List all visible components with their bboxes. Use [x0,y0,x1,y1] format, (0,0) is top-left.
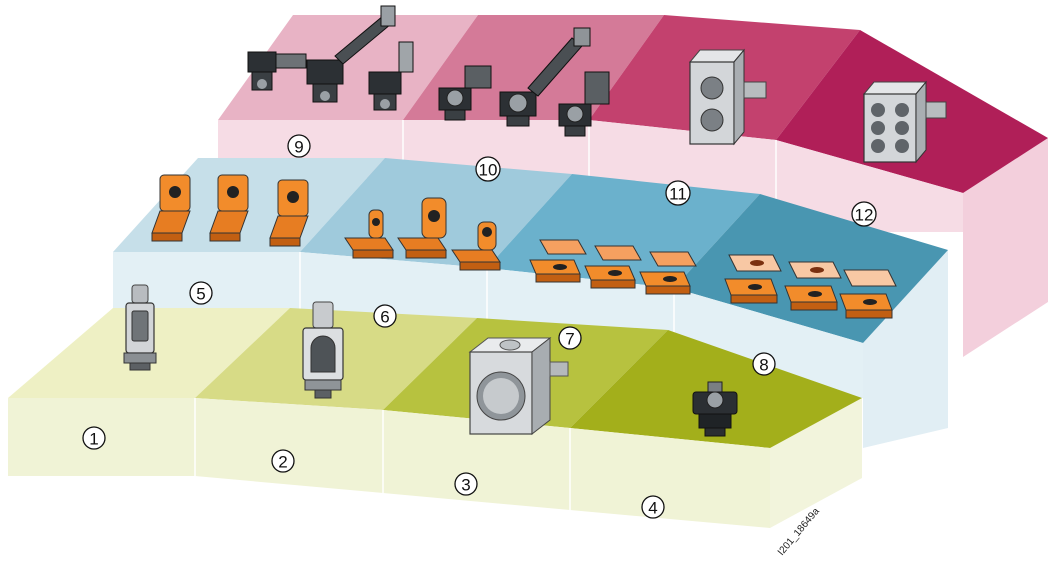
callout-2-label: 2 [278,453,287,472]
callout-3-label: 3 [461,476,470,495]
lower-tier-front-2 [195,398,383,493]
callout-4: 4 [642,496,664,518]
callout-6: 6 [374,305,396,327]
callout-5: 5 [190,282,212,304]
callout-11: 11 [666,181,690,205]
callout-10-label: 10 [479,161,498,180]
callout-7-label: 7 [565,330,574,349]
callout-5-label: 5 [196,285,205,304]
callout-8-label: 8 [759,356,768,375]
callout-6-label: 6 [380,308,389,327]
callout-8: 8 [753,353,775,375]
callout-1: 1 [83,427,105,449]
callout-4-label: 4 [648,499,657,518]
callout-2: 2 [272,450,294,472]
callout-12: 12 [852,202,876,226]
callout-9-label: 9 [294,138,303,157]
callout-11-label: 11 [669,185,687,204]
callout-9: 9 [288,135,310,157]
callout-7: 7 [559,327,581,349]
angle-bracket-set-5-icon [152,175,308,246]
callout-10: 10 [476,157,500,181]
callout-3: 3 [455,473,477,495]
callout-1-label: 1 [89,430,98,449]
callout-12-label: 12 [855,206,874,225]
